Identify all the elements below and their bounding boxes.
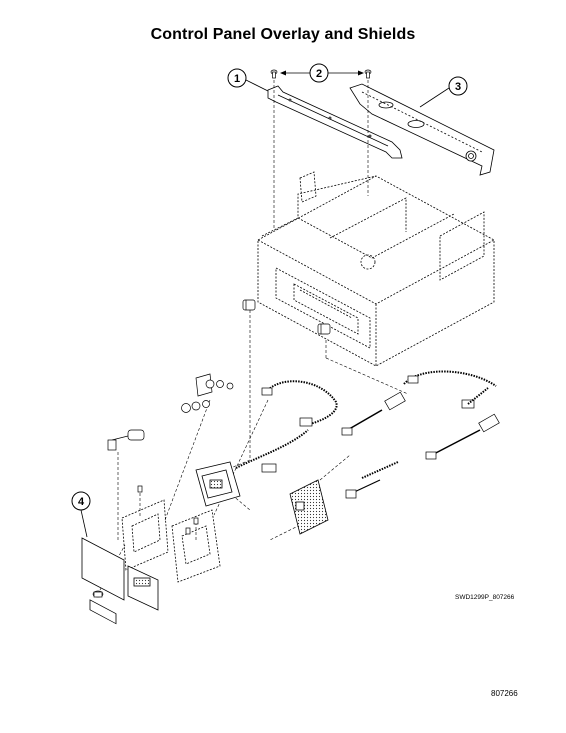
callout-2-label: 2 xyxy=(316,68,322,80)
knob-assembly xyxy=(181,373,234,413)
console-frame-left xyxy=(121,499,169,571)
panel-screws xyxy=(137,485,199,535)
callout-1: 1 xyxy=(227,68,271,93)
standoff-right xyxy=(317,323,331,335)
callout-3: 3 xyxy=(419,76,468,108)
standoff-left xyxy=(242,299,256,311)
page-code: 807266 xyxy=(491,689,518,698)
callout-3-label: 3 xyxy=(455,81,461,93)
callout-4: 4 xyxy=(71,491,91,538)
connector-block xyxy=(289,479,329,535)
drawing-code: SWD1299P_807266 xyxy=(455,594,515,601)
overlay-bracket xyxy=(267,85,403,159)
assembly-lines xyxy=(99,80,409,591)
callout-1-label: 1 xyxy=(234,73,240,85)
sensor-part xyxy=(107,429,145,451)
control-box-chassis xyxy=(257,171,495,367)
top-shield xyxy=(349,83,495,176)
screw-right xyxy=(364,69,372,79)
console-frame-right xyxy=(171,509,221,583)
page-title: Control Panel Overlay and Shields xyxy=(150,26,416,43)
screw-left xyxy=(270,69,278,79)
callout-4-label: 4 xyxy=(78,496,85,508)
callout-2: 2 xyxy=(280,63,364,83)
wire-harness-upper xyxy=(261,370,500,460)
overlay-clip xyxy=(92,590,104,598)
control-panel-overlay xyxy=(81,537,159,625)
control-board xyxy=(195,461,241,507)
wire-harness-lower xyxy=(235,429,399,499)
